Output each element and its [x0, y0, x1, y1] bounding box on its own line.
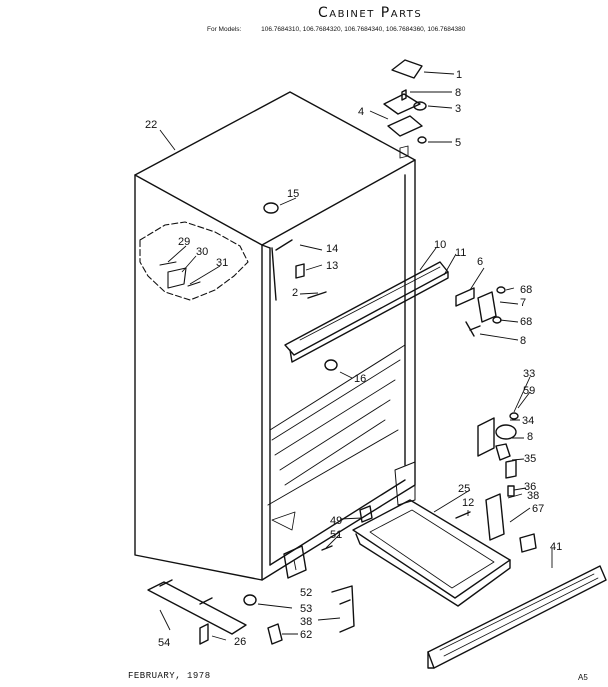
- callout-68: 68: [520, 284, 532, 296]
- front-grille: [427, 565, 607, 669]
- cabinet-shell: [134, 91, 416, 581]
- callout-1: 1: [456, 69, 462, 81]
- callout-38: 38: [300, 616, 312, 628]
- callout-62: 62: [300, 629, 312, 641]
- callout-16: 16: [354, 373, 366, 385]
- callout-54: 54: [158, 637, 170, 649]
- models-list: 106.7684310, 106.7684320, 106.7684340, 1…: [261, 26, 466, 33]
- callout-4: 4: [358, 106, 364, 118]
- part-51: [321, 545, 333, 551]
- callout-15: 15: [287, 188, 299, 200]
- callout-12: 12: [462, 497, 474, 509]
- callout-49: 49: [330, 515, 342, 527]
- callout-22: 22: [145, 119, 157, 131]
- models-label: For Models:: [207, 26, 242, 33]
- part-2: [307, 291, 327, 299]
- callout-51: 51: [330, 529, 342, 541]
- part-26: [199, 623, 209, 645]
- footer-code: A5: [578, 673, 588, 682]
- callout-52: 52: [300, 587, 312, 599]
- callout-41: 41: [550, 541, 562, 553]
- callout-14: 14: [326, 243, 338, 255]
- callout-35: 35: [524, 453, 536, 465]
- callout-53: 53: [300, 603, 312, 615]
- lower-bracket: [331, 585, 355, 633]
- callout-59: 59: [523, 385, 535, 397]
- callout-8: 8: [520, 335, 526, 347]
- page-title: Cabinet Parts: [318, 5, 423, 21]
- callout-29: 29: [178, 236, 190, 248]
- callout-34: 34: [522, 415, 534, 427]
- callout-11: 11: [455, 247, 466, 259]
- callout-7: 7: [520, 297, 526, 309]
- callout-31: 31: [216, 257, 228, 269]
- callout-5: 5: [455, 137, 461, 149]
- callout-30: 30: [196, 246, 208, 258]
- callout-3: 3: [455, 103, 461, 115]
- part-15: [263, 202, 279, 214]
- callout-13: 13: [326, 260, 338, 272]
- part-52: [283, 545, 307, 579]
- callout-33: 33: [523, 368, 535, 380]
- callout-36: 36: [524, 481, 536, 493]
- part-49: [359, 505, 373, 523]
- callout-26: 26: [234, 636, 246, 648]
- callout-2: 2: [292, 287, 298, 299]
- crossbar: [284, 261, 449, 363]
- part-14: [271, 239, 293, 301]
- callout-38: 38: [527, 490, 539, 502]
- callout-8: 8: [527, 431, 533, 443]
- callout-68: 68: [520, 316, 532, 328]
- callout-25: 25: [458, 483, 470, 495]
- base-bracket: [147, 579, 247, 635]
- part-53: [243, 594, 257, 606]
- models-line: For Models: 106.7684310, 106.7684320, 10…: [207, 26, 465, 33]
- footer-date: FEBRUARY, 1978: [128, 671, 211, 681]
- lower-hinge-group: [477, 412, 519, 497]
- inset-panel: [139, 221, 249, 301]
- callout-10: 10: [434, 239, 446, 251]
- bracket-group: [485, 493, 537, 553]
- callout-67: 67: [532, 503, 544, 515]
- hinge-right-group: [455, 286, 506, 337]
- top-hinge-group: [383, 59, 427, 159]
- drip-tray: [352, 499, 511, 607]
- part-62: [267, 623, 283, 645]
- part-13: [295, 263, 305, 279]
- part-16: [324, 359, 338, 371]
- callout-8: 8: [455, 87, 461, 99]
- callout-6: 6: [477, 256, 483, 268]
